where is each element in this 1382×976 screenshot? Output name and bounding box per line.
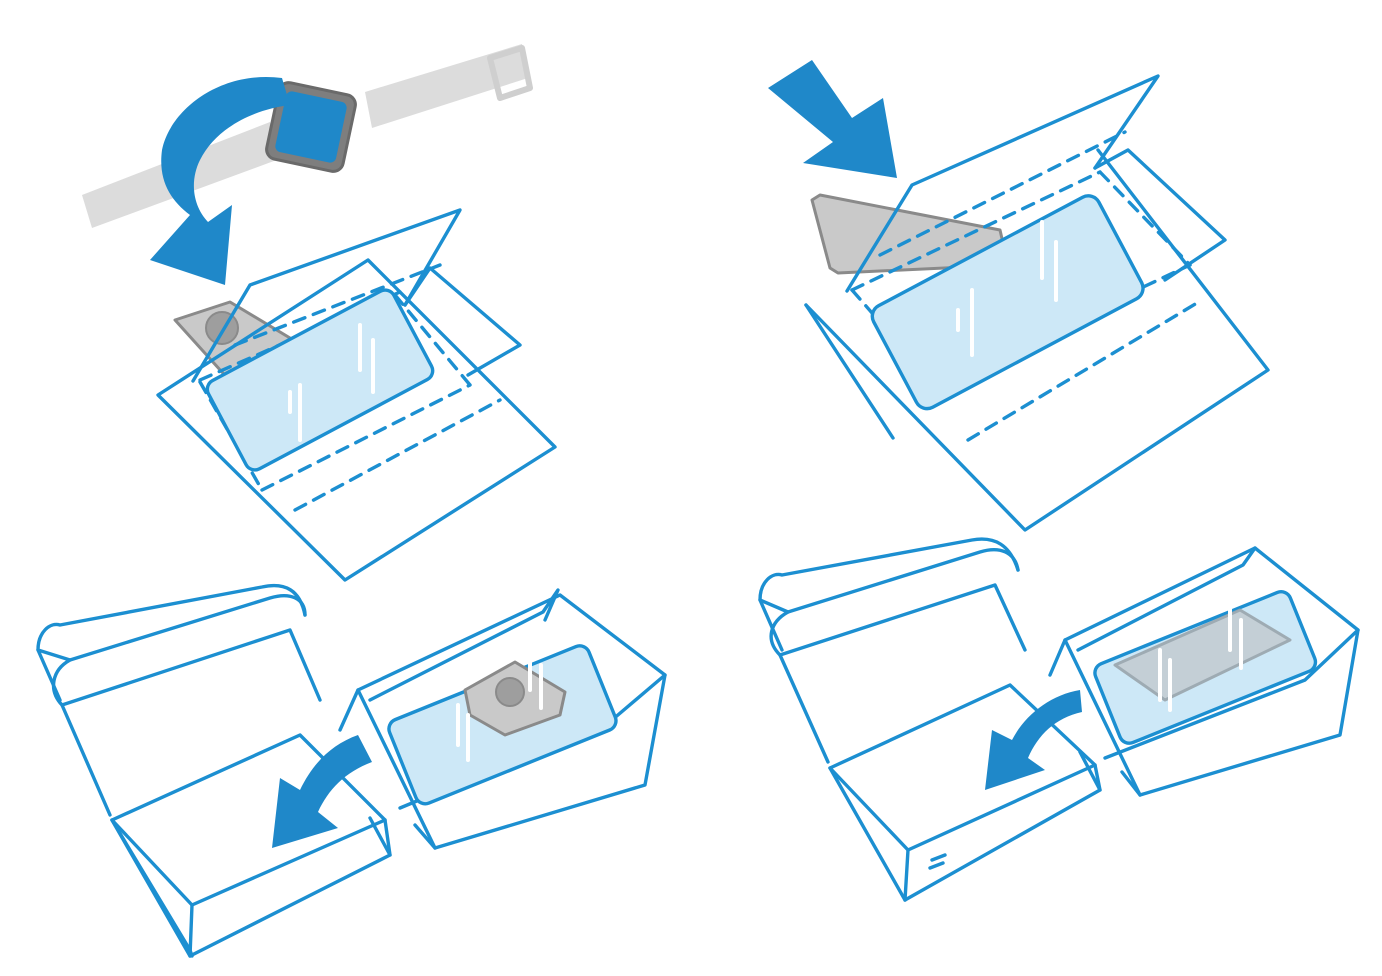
watch-screen <box>275 91 347 163</box>
open-sleeve-icon <box>156 208 557 582</box>
step-3-panel <box>36 583 667 958</box>
straight-arrow-icon <box>768 60 897 178</box>
step-2-panel <box>768 60 1270 532</box>
curved-arrow-icon-2 <box>272 735 372 848</box>
curved-arrow-icon <box>150 76 290 285</box>
folded-sleeve-icon <box>338 588 667 850</box>
step-1-panel <box>82 44 557 582</box>
watch-buckle <box>487 45 533 101</box>
sleeve-window <box>205 288 435 472</box>
open-box-icon-2 <box>758 537 1102 902</box>
open-box-icon <box>36 583 392 958</box>
watch-band-right <box>365 44 528 128</box>
folded-sleeve-icon-2 <box>1048 546 1360 797</box>
sleeve-window-2 <box>870 194 1145 411</box>
smartwatch-icon <box>82 44 533 228</box>
curved-arrow-icon-3 <box>985 690 1082 790</box>
open-sleeve-icon-2 <box>804 74 1270 532</box>
step-4-panel <box>758 537 1360 902</box>
